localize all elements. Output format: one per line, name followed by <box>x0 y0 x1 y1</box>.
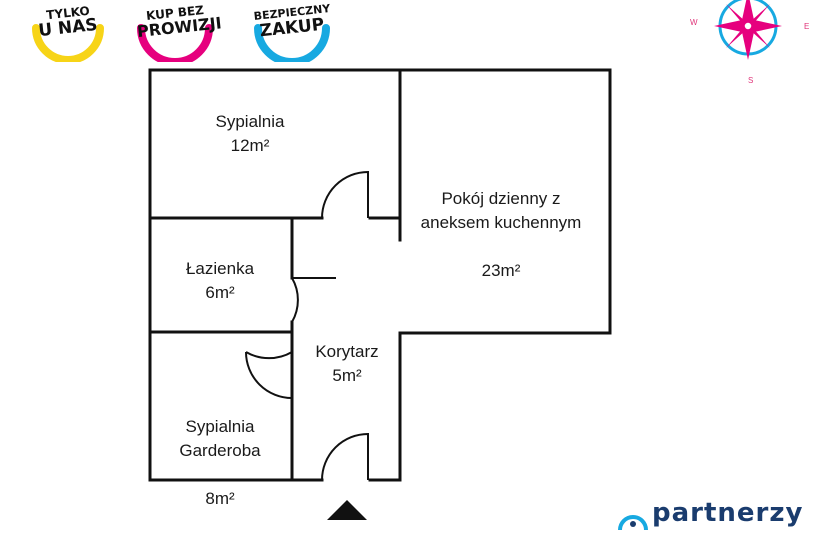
compass-east-label: E <box>804 22 810 31</box>
compass-icon <box>714 0 782 60</box>
entrance-arrow-icon <box>327 500 367 520</box>
room-area: 6m² <box>205 283 235 302</box>
room-area: 8m² <box>205 489 235 508</box>
compass-west-label: W <box>690 18 698 27</box>
room-name: Łazienka <box>185 259 255 278</box>
room-name: Korytarz <box>315 342 379 361</box>
room-name: Sypialnia Garderoba <box>179 417 261 460</box>
badge-kup-bez-prowizji: KUP BEZ PROWIZJI <box>133 0 222 62</box>
room-area: 12m² <box>230 136 270 155</box>
floor-plan <box>148 68 612 482</box>
room-sypialnia: Sypialnia 12m² <box>190 110 310 158</box>
room-pokoj-dzienny: Pokój dzienny z aneksem kuchennym 23m² <box>395 163 607 307</box>
room-area: 5m² <box>332 366 362 385</box>
door-garderoba <box>245 351 293 399</box>
door-entrance <box>321 432 369 481</box>
logo-mark-icon <box>618 515 648 530</box>
badge-ring-cyan <box>254 24 330 62</box>
room-lazienka: Łazienka 6m² <box>160 257 280 305</box>
compass-rose: W E S <box>686 0 816 90</box>
badge-tylko-u-nas: TYLKO U NAS <box>28 0 108 62</box>
door-garderoba-swing <box>245 351 293 360</box>
room-name: Sypialnia <box>215 112 285 131</box>
badge-ring-yellow <box>32 24 104 62</box>
badge-bezpieczny-zakup: BEZPIECZNY ZAKUP <box>252 0 332 62</box>
door-bathroom <box>291 277 336 323</box>
logo-text: partnerzy <box>652 498 804 528</box>
badge-ring-magenta <box>137 24 213 62</box>
room-sypialnia-garderoba: Sypialnia Garderoba 8m² <box>160 391 280 535</box>
room-korytarz: Korytarz 5m² <box>296 340 398 388</box>
room-area: 23m² <box>481 261 521 280</box>
door-bedroom <box>321 170 369 219</box>
room-name: Pokój dzienny z aneksem kuchennym <box>420 189 582 232</box>
compass-south-label: S <box>748 76 754 85</box>
